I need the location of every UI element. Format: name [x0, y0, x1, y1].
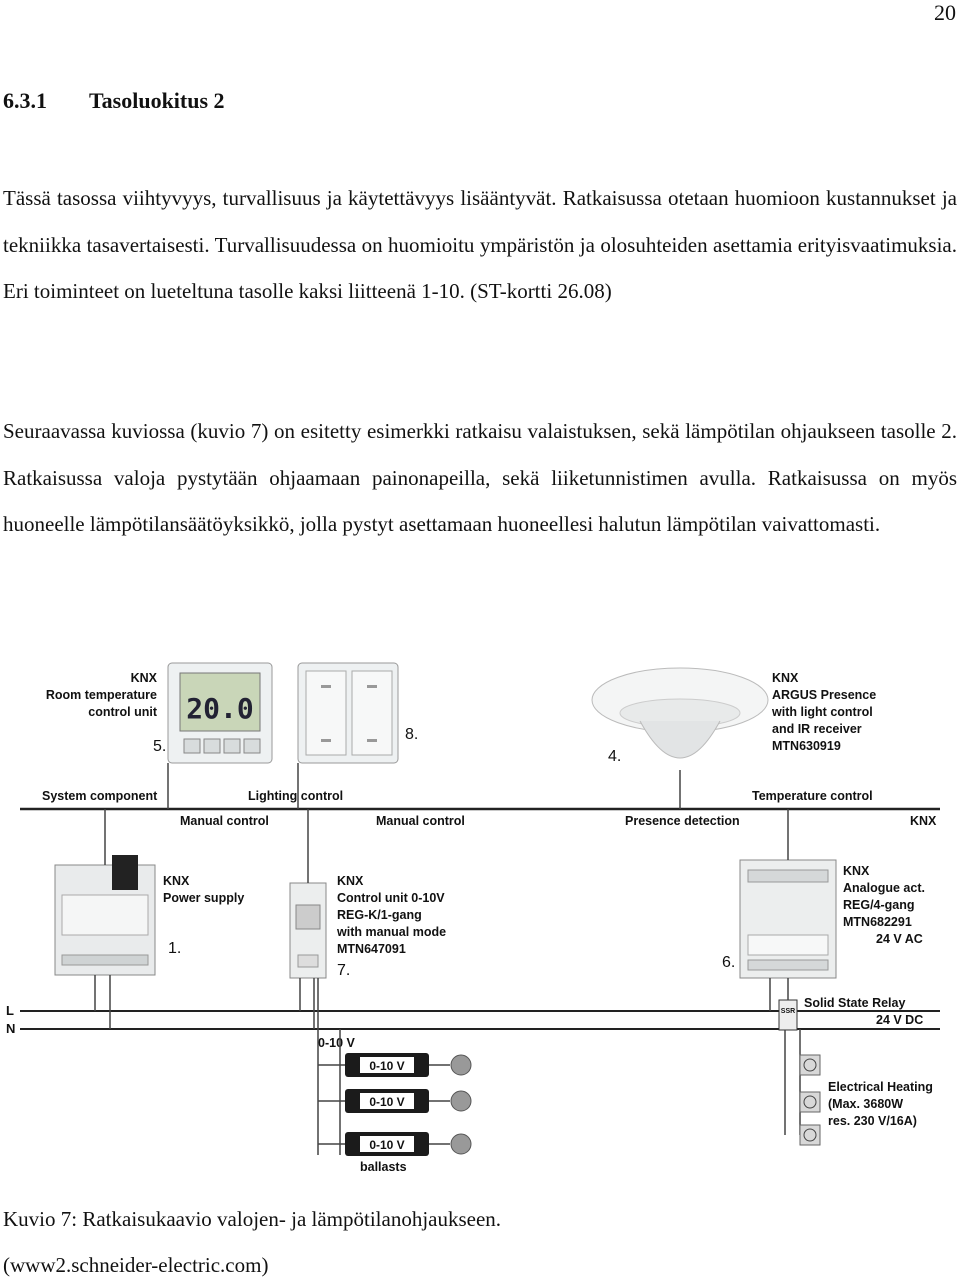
svg-text:Solid State Relay: Solid State Relay — [804, 996, 905, 1010]
ballast-3: 0-10 V — [318, 1132, 472, 1156]
svg-text:Electrical Heating: Electrical Heating — [828, 1080, 933, 1094]
caption-title: Kuvio 7: Ratkaisukaavio valojen- ja lämp… — [3, 1207, 502, 1231]
svg-text:control unit: control unit — [88, 705, 158, 719]
presence-label: KNX ARGUS Presence with light control an… — [771, 671, 876, 753]
section-title: Tasoluokitus 2 — [89, 88, 225, 113]
svg-text:KNX: KNX — [337, 874, 364, 888]
paragraph-2: Seuraavassa kuviossa (kuvio 7) on esitet… — [3, 419, 957, 536]
svg-text:0-10 V: 0-10 V — [369, 1059, 404, 1073]
knx-wiring-diagram: KNX Room temperature control unit 5. 20.… — [6, 662, 940, 1174]
analogue-actuator-label: KNX Analogue act. REG/4-gang MTN682291 — [843, 864, 925, 929]
svg-text:ARGUS Presence: ARGUS Presence — [772, 688, 876, 702]
mains-label-n: N — [6, 1021, 15, 1036]
heater-3 — [799, 1124, 821, 1146]
control-label-knx: KNX — [910, 814, 937, 828]
analogue-actuator-device — [739, 859, 837, 979]
svg-text:with light control: with light control — [771, 705, 873, 719]
room-temperature-unit-device: 20.0 — [167, 662, 273, 764]
svg-text:MTN647091: MTN647091 — [337, 942, 406, 956]
svg-text:24 V DC: 24 V DC — [876, 1013, 923, 1027]
figure-caption: Kuvio 7: Ratkaisukaavio valojen- ja lämp… — [3, 1196, 501, 1288]
svg-text:and IR receiver: and IR receiver — [772, 722, 862, 736]
svg-text:KNX: KNX — [843, 864, 870, 878]
power-supply-label: KNX Power supply — [163, 874, 244, 905]
power-supply-device — [54, 855, 156, 976]
bus-label-temperature: Temperature control — [752, 789, 873, 803]
power-supply-number: 1. — [168, 940, 181, 957]
ballasts-label: ballasts — [360, 1160, 407, 1174]
ballast-2: 0-10 V — [318, 1089, 472, 1113]
svg-text:KNX: KNX — [772, 671, 799, 685]
svg-text:(Max. 3680W: (Max. 3680W — [828, 1097, 903, 1111]
bus-label-lighting: Lighting control — [248, 789, 343, 803]
presence-detector-device — [591, 667, 769, 759]
heater-2 — [799, 1091, 821, 1113]
control-label-manual-1: Manual control — [180, 814, 269, 828]
paragraph-1: Tässä tasossa viihtyvyys, turvallisuus j… — [3, 186, 957, 303]
svg-text:0-10 V: 0-10 V — [369, 1138, 404, 1152]
control-unit-device — [289, 882, 327, 979]
analogue-voltage: 24 V AC — [876, 932, 923, 946]
control-unit-label: KNX Control unit 0-10V REG-K/1-gang with… — [336, 874, 446, 956]
svg-text:Room temperature: Room temperature — [46, 688, 157, 702]
ballast-1: 0-10 V — [318, 1053, 472, 1077]
room-unit-number: 5. — [153, 738, 166, 755]
svg-text:MTN630919: MTN630919 — [772, 739, 841, 753]
solid-state-relay: SSR — [778, 999, 798, 1031]
svg-text:KNX: KNX — [131, 671, 158, 685]
heating-label: Electrical Heating (Max. 3680W res. 230 … — [828, 1080, 933, 1128]
svg-text:Power supply: Power supply — [163, 891, 244, 905]
room-unit-display: 20.0 — [186, 692, 253, 725]
svg-text:Control unit 0-10V: Control unit 0-10V — [337, 891, 445, 905]
caption-source: (www2.schneider-electric.com) — [3, 1253, 269, 1277]
push-button-device — [297, 662, 399, 764]
section-number: 6.3.1 — [3, 88, 47, 113]
room-unit-label: KNX Room temperature control unit — [46, 671, 158, 719]
presence-number: 4. — [608, 748, 621, 765]
relay-tag: SSR — [781, 1008, 795, 1015]
svg-text:MTN682291: MTN682291 — [843, 915, 912, 929]
svg-text:KNX: KNX — [163, 874, 190, 888]
push-button-number: 8. — [405, 726, 418, 743]
relay-label: Solid State Relay 24 V DC — [804, 996, 923, 1027]
signal-label: 0-10 V — [318, 1036, 355, 1050]
svg-text:REG/4-gang: REG/4-gang — [843, 898, 915, 912]
control-label-presence: Presence detection — [625, 814, 740, 828]
analogue-number: 6. — [722, 954, 735, 971]
page-number: 20 — [934, 0, 956, 25]
svg-text:REG-K/1-gang: REG-K/1-gang — [337, 908, 422, 922]
mains-label-l: L — [6, 1003, 14, 1018]
heater-1 — [799, 1054, 821, 1076]
control-unit-number: 7. — [337, 962, 350, 979]
bus-label-system: System component — [42, 789, 158, 803]
svg-text:res. 230 V/16A): res. 230 V/16A) — [828, 1114, 917, 1128]
svg-text:Analogue act.: Analogue act. — [843, 881, 925, 895]
control-label-manual-2: Manual control — [376, 814, 465, 828]
svg-text:0-10 V: 0-10 V — [369, 1095, 404, 1109]
svg-text:with manual mode: with manual mode — [336, 925, 446, 939]
section-heading: 6.3.1 Tasoluokitus 2 — [3, 88, 225, 114]
